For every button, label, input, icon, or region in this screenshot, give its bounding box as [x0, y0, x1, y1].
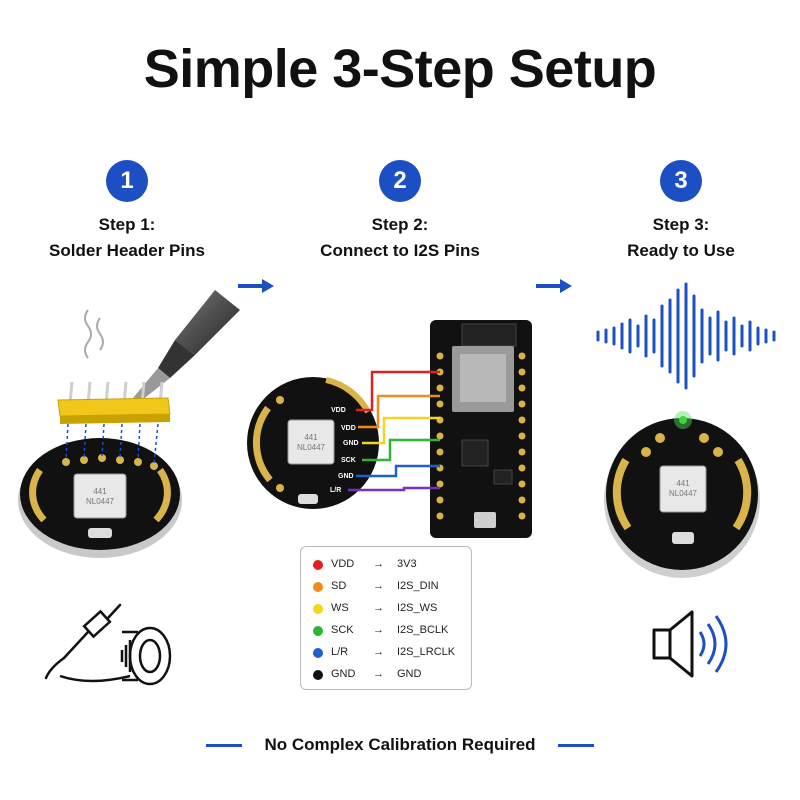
step-1-badge: 1	[106, 160, 148, 202]
wiring-row-vdd: VDD → 3V3	[301, 555, 471, 575]
arrow-icon: →	[373, 558, 384, 570]
header-pins-icon	[57, 381, 171, 465]
wire-color-dot-red	[313, 560, 323, 570]
footer-note: No Complex Calibration Required	[264, 735, 536, 754]
step-3: 3 Step 3: Ready to Use	[566, 160, 796, 264]
wiring-legend: VDD → 3V3 SD → I2S_DIN WS → I2S_WS SCK →…	[300, 546, 472, 690]
arrow-icon: →	[373, 602, 384, 614]
wiring-pin: I2S_WS	[397, 602, 438, 614]
wire-color-dot-black	[313, 670, 323, 680]
footer-line-left	[206, 744, 242, 747]
heat-smoke-icon	[84, 309, 104, 359]
arrow-icon: →	[373, 580, 384, 592]
chip-text-line2: NL0447	[86, 497, 115, 506]
wiring-pin: I2S_LRCLK	[397, 646, 456, 658]
mic-pin-label-5: GND	[338, 473, 354, 480]
step-3-badge: 3	[660, 160, 702, 202]
sound-wave-icon	[596, 282, 776, 390]
arrow-icon: →	[373, 646, 384, 658]
solder-spool-icon	[59, 626, 172, 686]
wires	[348, 370, 440, 492]
step-2: 2 Step 2: Connect to I2S Pins	[285, 160, 515, 264]
wiring-row-lr: L/R → I2S_LRCLK	[301, 643, 471, 663]
step-2-badge: 2	[379, 160, 421, 202]
wiring-signal: GND	[331, 668, 356, 680]
wiring-row-sd: SD → I2S_DIN	[301, 577, 471, 597]
wire-color-dot-orange	[313, 582, 323, 592]
wiring-pin: 3V3	[397, 558, 417, 570]
arrow-icon: →	[373, 668, 384, 680]
page-title: Simple 3-Step Setup	[143, 39, 657, 99]
mic-pin-label-6: L/R	[330, 487, 341, 494]
chip-text-line1: 441	[93, 487, 107, 496]
wiring-pin: I2S_DIN	[397, 580, 439, 592]
wire-vdd	[356, 370, 440, 412]
wiring-signal: SCK	[331, 624, 354, 636]
wiring-signal: VDD	[331, 558, 355, 570]
chip3-text-line1: 441	[676, 479, 690, 488]
wire-color-dot-yellow	[313, 604, 323, 614]
mic-pin-label-3: GND	[343, 440, 359, 447]
footer-line-right	[558, 744, 594, 747]
step-3-title: Step 3:	[652, 215, 710, 234]
chip2-text-line2: NL0447	[297, 443, 326, 452]
wiring-pin: GND	[397, 668, 422, 680]
esp32-dev-board	[430, 320, 532, 538]
mic-module-step3: 441 NL0447	[604, 411, 760, 578]
wiring-row-sck: SCK → I2S_BCLK	[301, 621, 471, 641]
wiring-signal: SD	[331, 580, 347, 592]
arrow-icon: →	[373, 624, 384, 636]
step-1-subtitle: Solder Header Pins	[49, 241, 205, 260]
step-2-title: Step 2:	[371, 215, 429, 234]
mic-pin-label-1: VDD	[331, 407, 346, 414]
chip3-text-line2: NL0447	[669, 489, 698, 498]
wire-color-dot-blue	[313, 648, 323, 658]
wire-lr	[356, 464, 440, 478]
arrow-right-icon-1	[238, 279, 274, 293]
wire-color-dot-green	[313, 626, 323, 636]
wiring-signal: WS	[331, 602, 349, 614]
step-2-subtitle: Connect to I2S Pins	[320, 241, 480, 260]
arrow-right-icon-2	[536, 279, 572, 293]
status-led-icon	[679, 416, 687, 424]
wiring-pin: I2S_BCLK	[397, 624, 449, 636]
mic-module-step2: 441 NL0447 VDD VDD GND SCK GND L/R	[247, 377, 379, 509]
soldering-iron-icon	[128, 290, 240, 408]
chip2-text-line1: 441	[304, 433, 318, 442]
wire-ws	[362, 416, 440, 445]
mic-pin-label-4: SCK	[341, 457, 356, 464]
wiring-signal: L/R	[331, 646, 349, 658]
step-1-title: Step 1:	[98, 215, 156, 234]
mic-module-step1: 441 NL0447	[18, 438, 182, 558]
step-1: 1 Step 1: Solder Header Pins	[12, 160, 242, 264]
step-3-subtitle: Ready to Use	[627, 241, 735, 260]
wire-sd	[358, 394, 440, 429]
wire-gnd	[348, 486, 440, 492]
wiring-row-gnd: GND → GND	[301, 665, 471, 685]
wiring-row-ws: WS → I2S_WS	[301, 599, 471, 619]
wire-sck	[362, 438, 440, 462]
soldering-iron-outline-icon	[44, 603, 122, 680]
speaker-icon	[652, 610, 728, 678]
mic-pin-label-2: VDD	[341, 425, 356, 432]
